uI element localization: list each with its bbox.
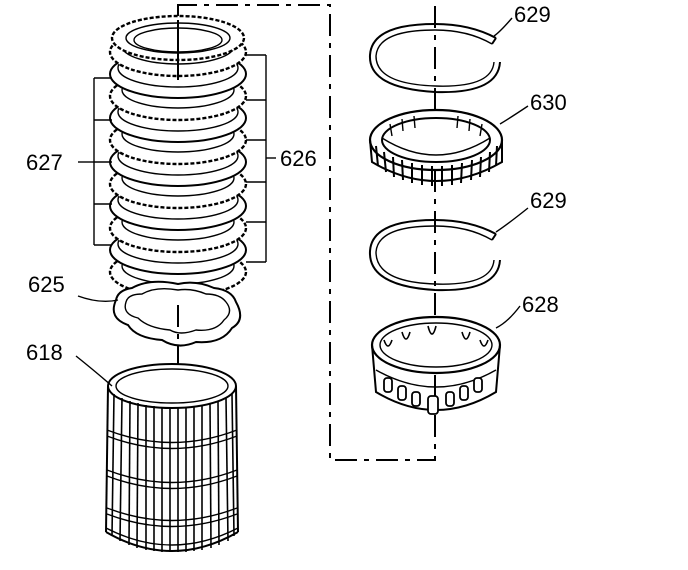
sprag-bearing (368, 108, 504, 186)
clutch-plate-stack (108, 14, 248, 298)
leader-lines (75, 17, 529, 387)
clutch-housing (105, 363, 239, 552)
label-618: 618 (26, 340, 63, 365)
lower-retaining-ring (368, 218, 501, 292)
label-626: 626 (280, 146, 317, 171)
label-625: 625 (28, 272, 65, 297)
label-627: 627 (26, 150, 63, 175)
label-629-lower: 629 (530, 188, 567, 213)
label-629-upper: 629 (514, 2, 551, 27)
wave-plate (112, 280, 242, 347)
bracket-627 (78, 77, 112, 246)
label-628: 628 (522, 292, 559, 317)
label-630: 630 (530, 90, 567, 115)
bracket-626 (246, 54, 276, 263)
sprag-race (370, 315, 502, 415)
upper-retaining-ring (368, 22, 501, 94)
